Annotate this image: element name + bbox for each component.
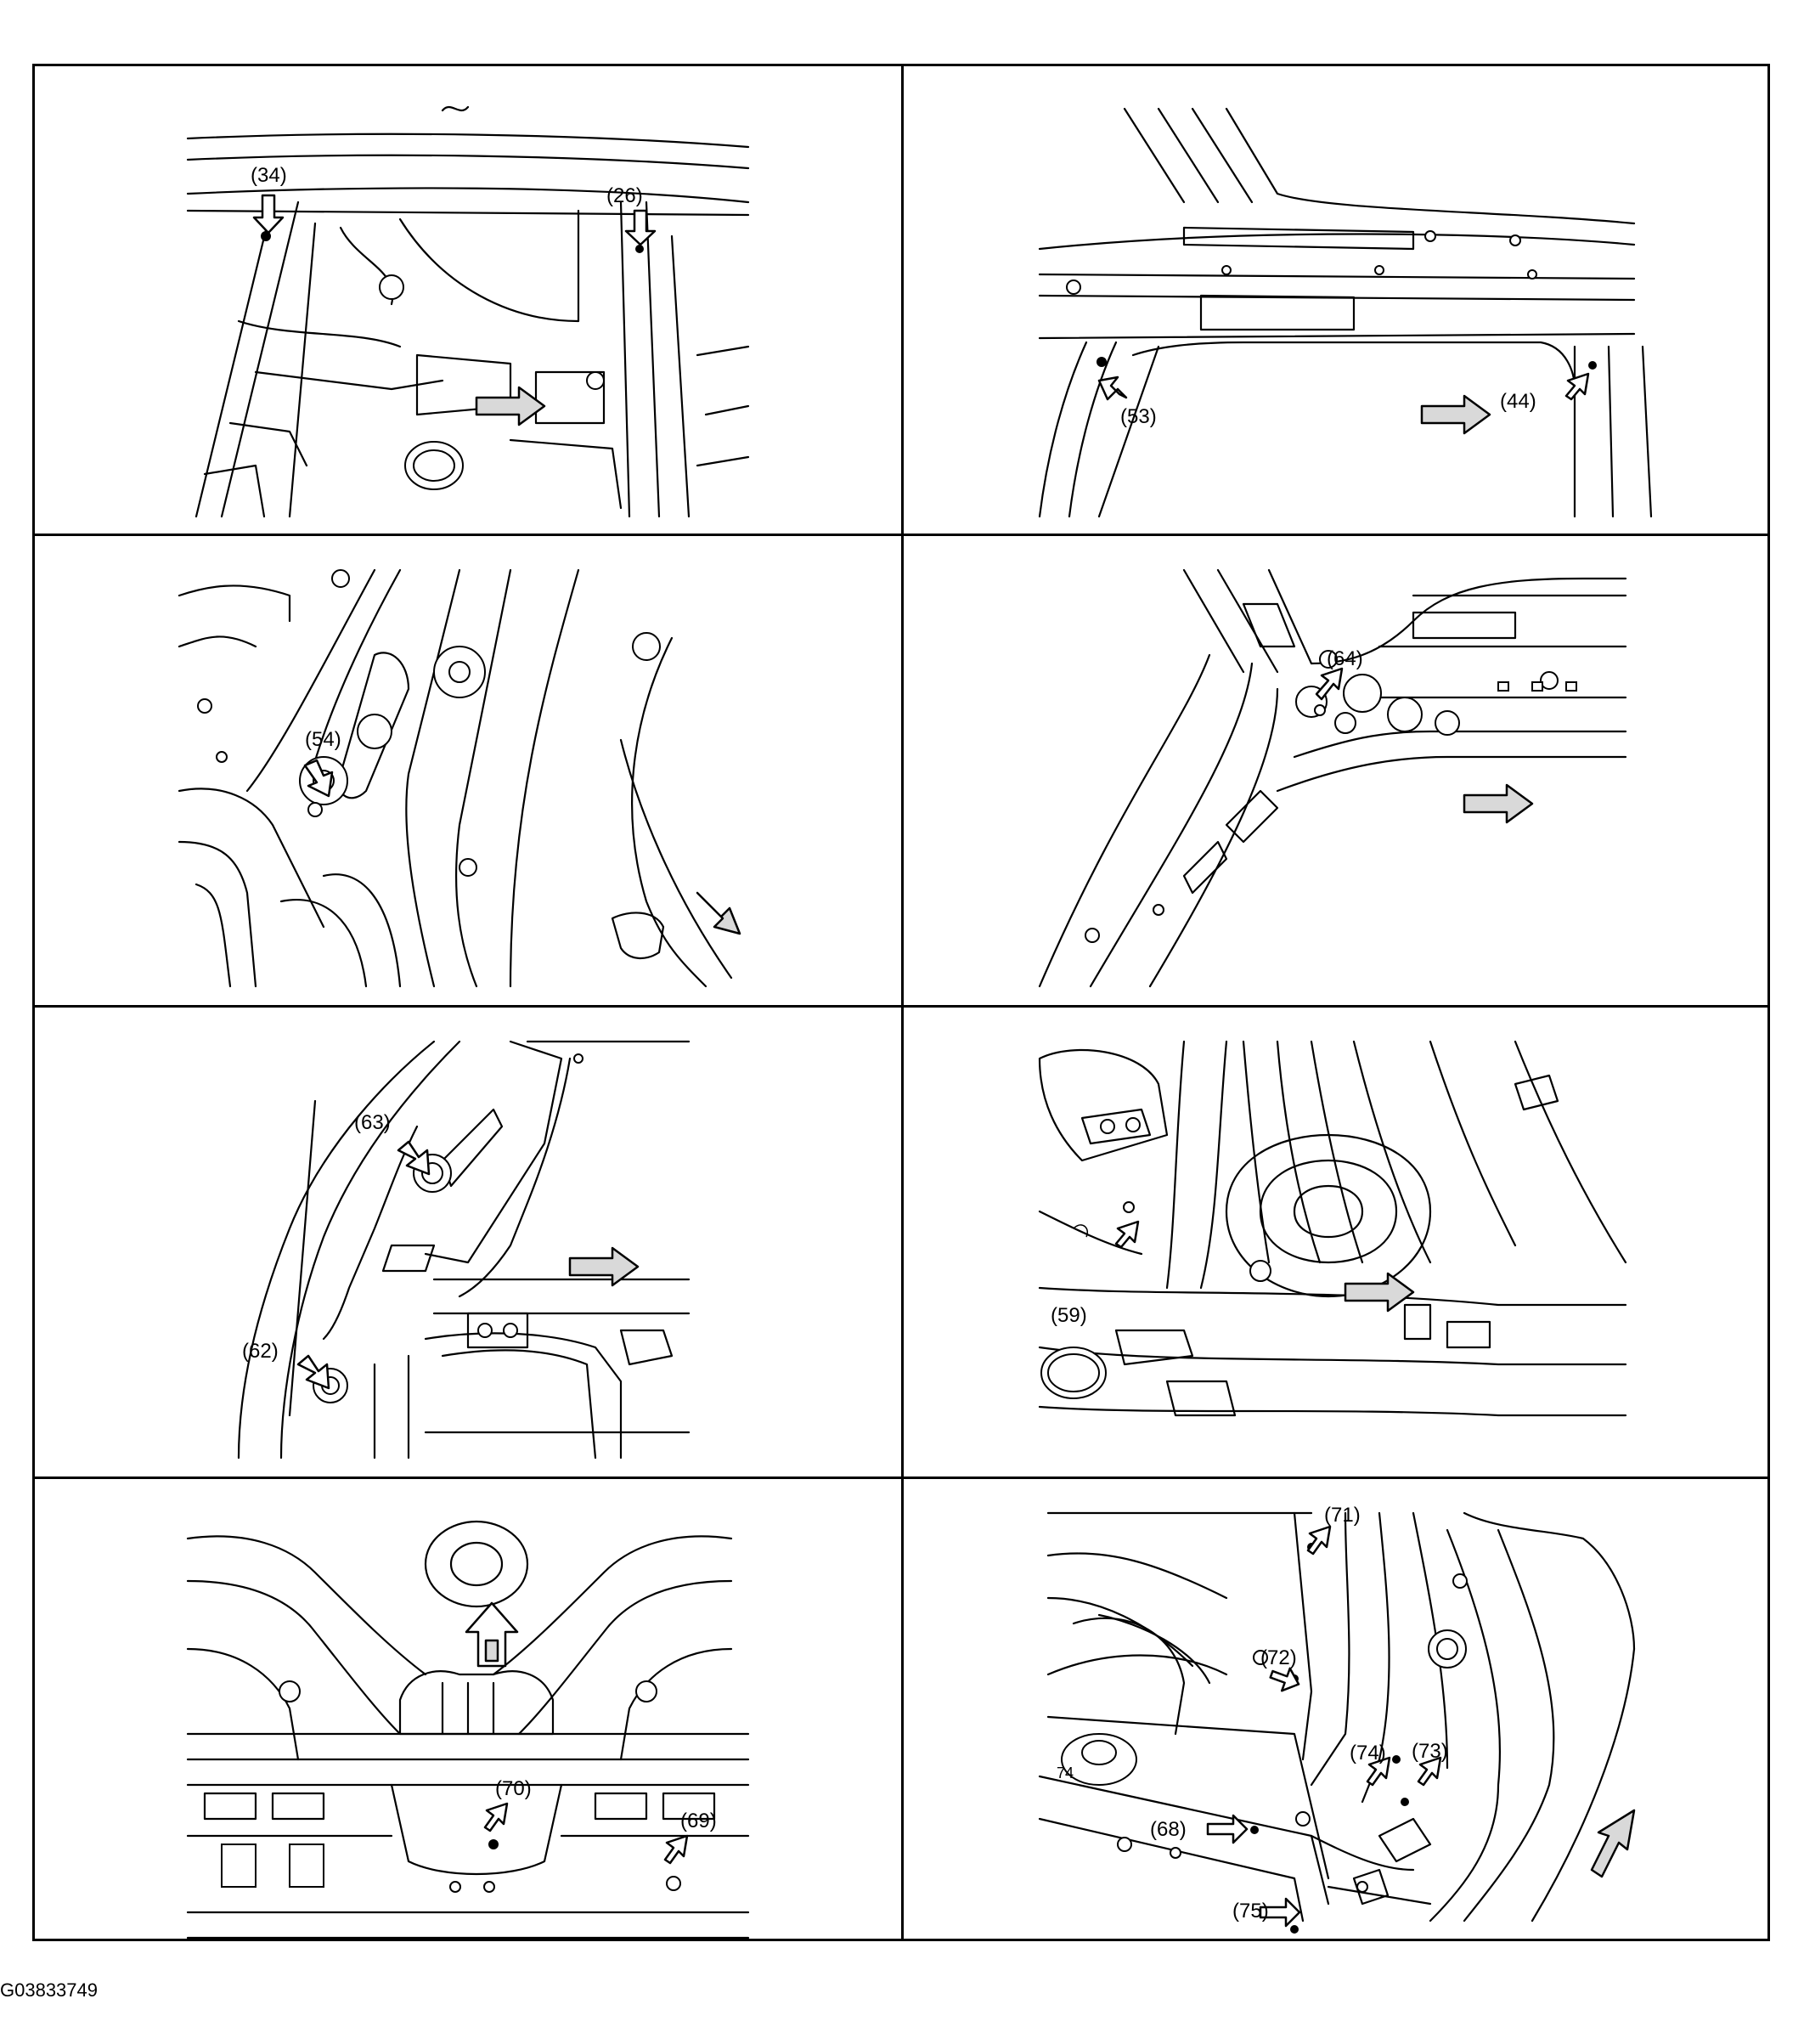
panel-3: (54) — [35, 536, 901, 1005]
panel-1: (34) (26) — [35, 66, 901, 534]
callout-64: (64) — [1327, 647, 1363, 670]
panel-8: 74 (71) (72) (74) (73) (68) (75) — [904, 1479, 1770, 1941]
panel-8-drawing: 74 (71) (72) (74) (73) (68) (75) — [1038, 1504, 1636, 1934]
callout-34: (34) — [251, 164, 287, 187]
panel-2: (53) (44) — [904, 66, 1770, 534]
callout-54: (54) — [305, 728, 341, 751]
callout-63: (63) — [354, 1111, 391, 1134]
panel-4-drawing: (64) — [1038, 568, 1627, 988]
callout-73: (73) — [1412, 1740, 1448, 1763]
panel-1-drawing: (34) (26) — [186, 105, 750, 518]
panel-4: (64) — [904, 536, 1770, 1005]
grid-divider-row-2 — [35, 1005, 1767, 1008]
callout-59: (59) — [1051, 1304, 1087, 1327]
callout-53: (53) — [1120, 405, 1157, 428]
diagram-frame: (34) (26) — [32, 64, 1770, 1941]
callout-44: (44) — [1500, 390, 1536, 413]
panel-3-drawing: (54) — [178, 568, 741, 988]
svg-text:74: 74 — [1057, 1765, 1074, 1781]
callout-68: (68) — [1150, 1818, 1187, 1841]
panel-6-drawing: (59) — [1038, 1040, 1627, 1417]
panel-7-drawing: (70) (69) — [186, 1520, 750, 1940]
callout-72: (72) — [1260, 1646, 1297, 1669]
grid-divider-row-1 — [35, 534, 1767, 536]
grid-divider-row-3 — [35, 1477, 1767, 1479]
callout-75: (75) — [1232, 1900, 1269, 1923]
panel-7: (70) (69) — [35, 1479, 901, 1941]
callout-70: (70) — [495, 1777, 532, 1800]
panel-5: (63) (62) — [35, 1008, 901, 1477]
callout-62: (62) — [242, 1340, 279, 1363]
panel-5-drawing: (63) (62) — [237, 1040, 691, 1460]
panel-6: (59) — [904, 1008, 1770, 1477]
grid-divider-vertical — [901, 66, 904, 1939]
callout-71: (71) — [1324, 1504, 1361, 1527]
callout-69: (69) — [680, 1810, 717, 1832]
figure-code: G03833749 — [0, 1979, 98, 2001]
callout-74: (74) — [1350, 1742, 1386, 1765]
panel-2-drawing: (53) (44) — [1038, 107, 1653, 518]
callout-26: (26) — [606, 184, 643, 207]
